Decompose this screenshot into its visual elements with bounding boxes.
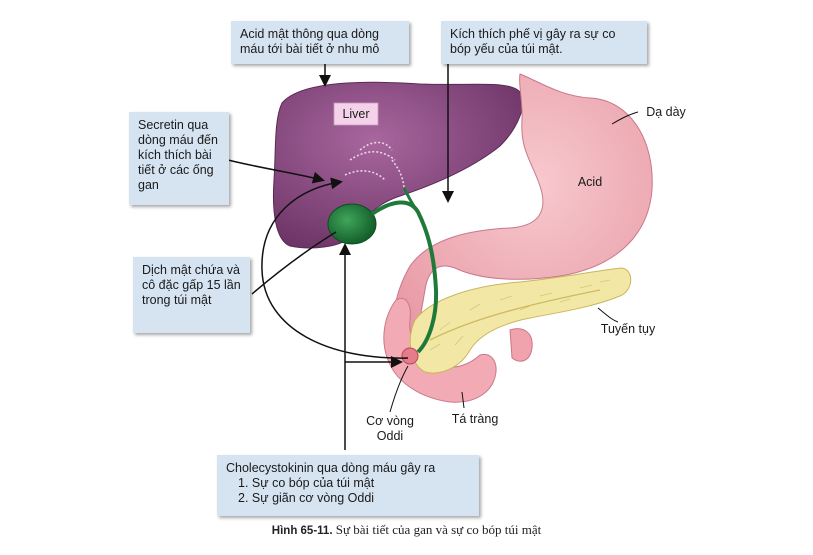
acid-label: Acid	[577, 175, 603, 189]
hepatic-ducts	[344, 141, 405, 191]
sphincter-label: Cơ vòng Oddi	[366, 414, 414, 443]
liver	[272, 81, 524, 249]
arrow-cck-loop	[261, 177, 409, 359]
hepatic-duct	[402, 187, 420, 213]
callout-vagal-stimulation: Kích thích phế vị gây ra sự co bóp yếu c…	[441, 21, 647, 64]
callout-secretin: Secretin qua dòng máu đến kích thích bài…	[129, 112, 229, 205]
duodenum-label: Tá tràng	[451, 412, 499, 426]
cck-title: Cholecystokinin qua dòng máu gây ra	[226, 461, 436, 475]
callout-bile-concentrated: Dịch mật chứa và cô đặc gấp 15 lần trong…	[133, 257, 250, 333]
arrow-bile-concentrated	[251, 231, 337, 295]
cck-item: 2. Sự giãn cơ vòng Oddi	[238, 491, 375, 505]
pancreas-texture	[429, 279, 611, 351]
liver-label-box	[333, 102, 379, 126]
pancreatic-duct	[429, 289, 601, 341]
stomach-label: Dạ dày	[646, 105, 686, 119]
callout-bile-acids: Acid mật thông qua dòng máu tới bài tiết…	[231, 21, 409, 64]
duodenum	[383, 297, 497, 403]
gallbladder	[327, 203, 377, 245]
pancreas-label: Tuyến tụy	[600, 322, 656, 336]
leader-lines	[389, 111, 639, 413]
sphincter-of-oddi	[401, 347, 419, 365]
caption-number: Hình 65-11.	[271, 525, 333, 537]
cck-item: 1. Sự co bóp của túi mật	[238, 476, 375, 490]
arrow-secretin	[227, 159, 325, 184]
liver-label: Liver	[342, 107, 370, 121]
figure-caption: Hình 65-11. Sự bài tiết của gan và sự co…	[0, 522, 813, 538]
pancreas	[409, 267, 632, 374]
callout-cholecystokinin: Cholecystokinin qua dòng máu gây ra 1. S…	[217, 455, 479, 516]
caption-text: Sự bài tiết của gan và sự co bóp túi mật	[332, 522, 542, 537]
jejunum	[509, 328, 533, 362]
common-bile-duct	[370, 200, 439, 354]
